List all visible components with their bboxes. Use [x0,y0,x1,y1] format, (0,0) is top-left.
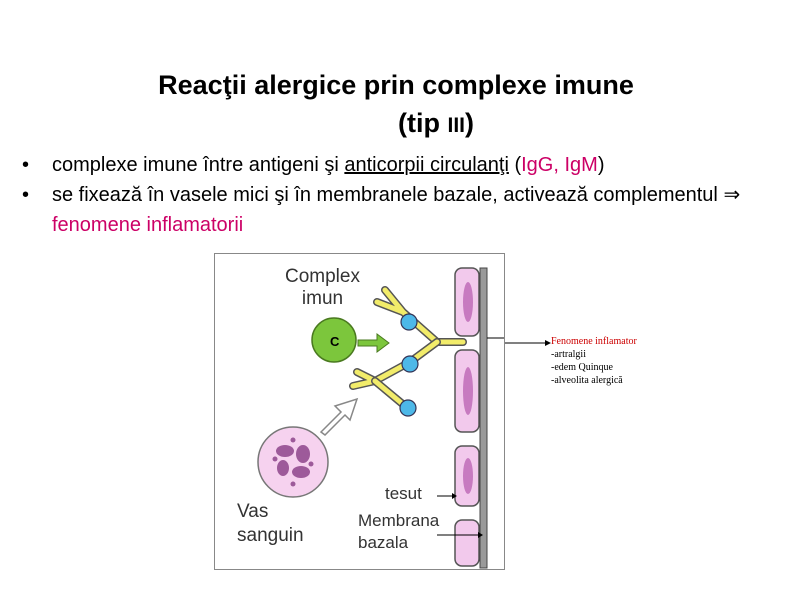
bullet-dot: • [22,184,30,206]
bullet-item-2: • se fixează în vasele mici şi în membra… [22,180,792,240]
tissue-label: tesut [385,484,422,503]
inflammation-term: fenomene inflamatorii [52,214,244,236]
antigens [399,313,419,417]
tissue-cells [454,267,480,567]
antibody-types: IgG, IgM [521,154,598,176]
tissue-cell [454,519,480,567]
side-note-item: -edem Quinque [551,362,613,373]
blood-cell [257,426,329,498]
side-note: Fenomene inflamator -artralgii -edem Qui… [551,335,637,387]
antibodies [349,286,467,410]
side-note-heading: Fenomene inflamator [551,336,637,347]
bullet-item-1: • complexe imune între antigeni şi antic… [22,150,792,180]
side-note-item: -alveolita alergică [551,375,623,386]
cell-granules [272,437,314,487]
cell-nucleus [463,282,473,322]
slide-title-line2: (tip III) [398,108,474,138]
immune-complex-diagram: C Complex imun Vas sanguin tesut Membran [214,253,505,570]
complement-label: C [330,334,340,349]
diagram-graphic: C [257,267,504,569]
membrane-label: Membrana bazala [358,511,440,552]
complement-arrow-icon [357,333,390,353]
antigen [401,355,419,373]
complex-label: Complex imun [285,266,360,309]
antibody-term: anticorpii circulanţi [344,154,509,176]
complement-circle [311,317,357,363]
cell-nucleus [463,367,473,415]
implies-arrow-icon: ⇒ [723,184,741,206]
side-pointer-arrow-icon [505,340,551,346]
antigen [399,399,417,417]
cell-nucleus [463,458,473,494]
bullet-list: • complexe imune între antigeni şi antic… [22,150,792,240]
bullet-dot: • [22,154,30,176]
side-note-item: -artralgii [551,349,586,360]
antigen [400,313,418,331]
vessel-label: Vas sanguin [237,501,304,546]
basement-membrane [479,267,488,569]
slide-title-line1: Reacţii alergice prin complexe imune [158,70,634,100]
outline-arrow-icon [319,397,359,436]
